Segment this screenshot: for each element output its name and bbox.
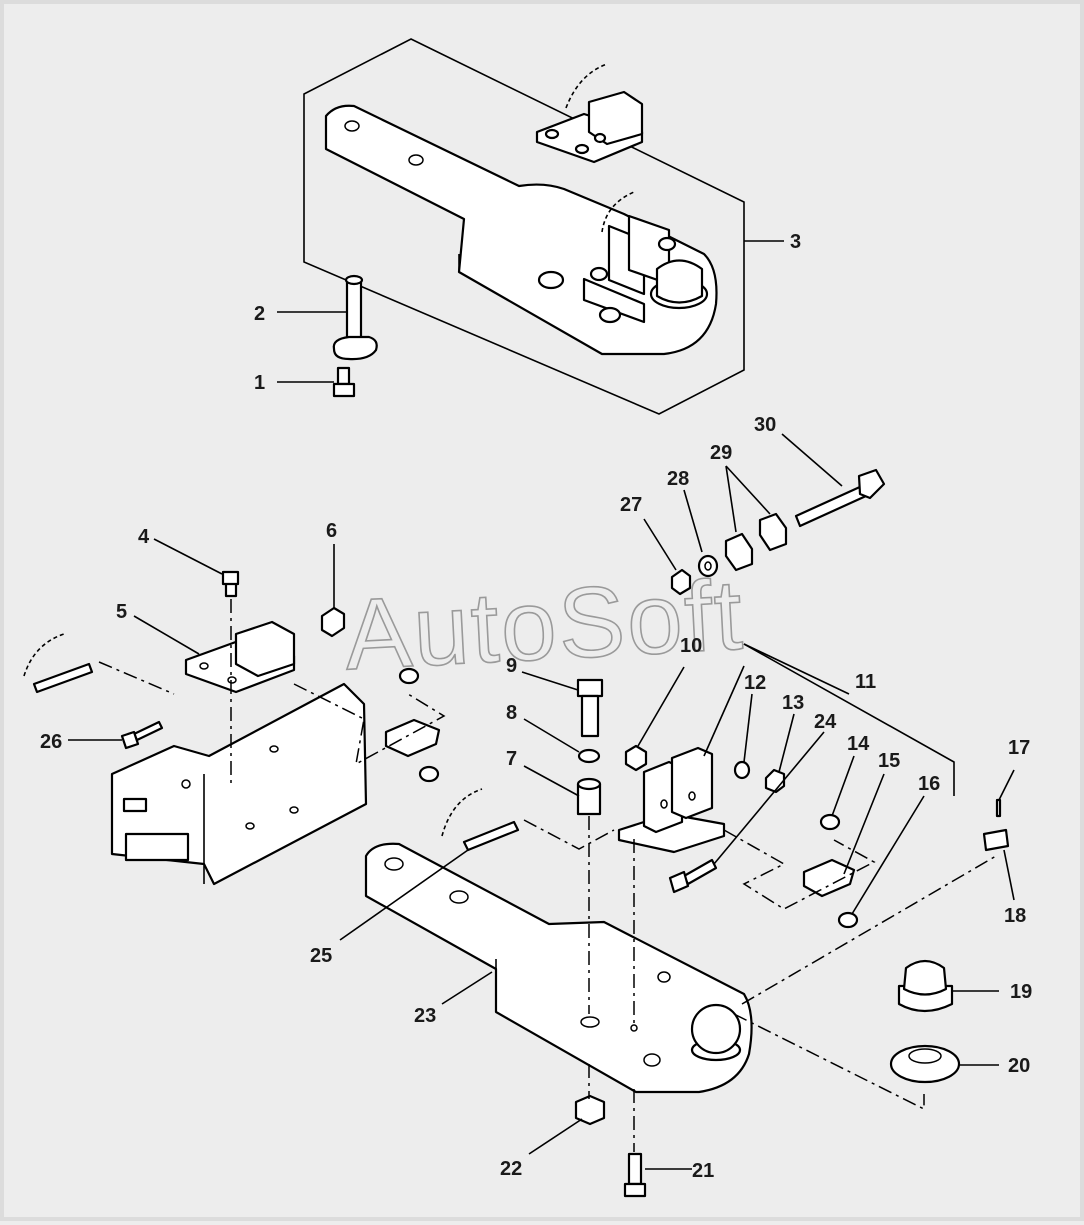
part-1-bolt <box>332 366 356 398</box>
assembly-11-frame <box>743 643 955 796</box>
part-10-nut <box>624 744 648 772</box>
callout-16: 16 <box>918 773 940 795</box>
part-4-bolt <box>221 570 240 598</box>
callout-19: 19 <box>1010 981 1032 1003</box>
callout-13: 13 <box>782 692 804 714</box>
callout-30: 30 <box>754 414 776 436</box>
callout-27: 27 <box>620 494 642 516</box>
callout-18: 18 <box>1004 905 1026 927</box>
callout-6: 6 <box>326 520 337 542</box>
part-15-clevis <box>802 858 856 898</box>
left-mounting-frame <box>110 682 368 886</box>
assembly-3-top-bracket <box>535 63 644 164</box>
callout-24: 24 <box>814 711 837 733</box>
callout-10: 10 <box>680 635 702 657</box>
callout-25: 25 <box>310 945 332 967</box>
callout-8: 8 <box>506 702 517 724</box>
callout-29: 29 <box>710 442 732 464</box>
part-16-nut <box>837 911 859 929</box>
callout-15: 15 <box>878 750 900 772</box>
part-29-square-nuts <box>724 512 788 572</box>
part-21-bolt <box>623 1152 647 1198</box>
part-23-drawbar <box>364 842 753 1094</box>
left-pin-and-chain <box>23 633 94 694</box>
part-11-bracket <box>617 746 726 854</box>
callout-7: 7 <box>506 748 517 770</box>
part-18-block <box>982 828 1010 852</box>
part-28-washer <box>697 554 719 578</box>
callout-14: 14 <box>847 733 870 755</box>
part-25-pin-and-chain <box>441 788 520 852</box>
part-17-pin <box>995 798 1002 818</box>
callout-5: 5 <box>116 601 127 623</box>
part-14-nut <box>819 813 841 831</box>
callout-21: 21 <box>692 1160 714 1182</box>
callout-labels: 1 2 3 4 5 6 7 8 9 10 11 12 13 14 15 16 1… <box>40 231 1032 1182</box>
part-6-nut <box>320 606 346 638</box>
callout-1: 1 <box>254 372 265 394</box>
callout-9: 9 <box>506 655 517 677</box>
callout-2: 2 <box>254 303 265 325</box>
callout-23: 23 <box>414 1005 436 1027</box>
part-13-nut <box>764 768 786 794</box>
part-7-sleeve <box>576 777 602 816</box>
part-8-washer <box>577 748 601 764</box>
part-2-pin <box>332 274 378 361</box>
part-12-washer <box>733 760 751 780</box>
part-27-hex-nut <box>670 568 692 596</box>
callout-28: 28 <box>667 468 689 490</box>
diagram-drawing: AutoSoft 1 2 3 4 5 6 7 8 9 10 11 12 13 1… <box>23 38 1032 1198</box>
callout-17: 17 <box>1008 737 1030 759</box>
assembly-3-frame <box>303 38 745 415</box>
callout-11: 11 <box>855 671 876 693</box>
assembly-lines <box>98 599 997 1152</box>
part-30-long-bolt <box>794 468 886 528</box>
part-26-bolt <box>120 720 164 750</box>
callout-12: 12 <box>744 672 766 694</box>
part-24-bolt <box>668 858 718 894</box>
callout-22: 22 <box>500 1158 522 1180</box>
part-9-bolt <box>576 678 604 738</box>
watermark-text: AutoSoft <box>342 559 747 692</box>
callout-3: 3 <box>790 231 801 253</box>
left-clevis-and-nut <box>384 667 441 783</box>
assembly-3-drawbar <box>324 104 718 356</box>
leader-lines <box>68 240 1015 1170</box>
callout-26: 26 <box>40 731 62 753</box>
part-20-ring <box>889 1044 961 1084</box>
part-22-nut <box>574 1094 606 1126</box>
part-5-clevis-bracket <box>184 620 296 694</box>
callout-20: 20 <box>1008 1055 1030 1077</box>
callout-4: 4 <box>138 526 150 548</box>
part-19-bushing <box>897 959 954 1013</box>
